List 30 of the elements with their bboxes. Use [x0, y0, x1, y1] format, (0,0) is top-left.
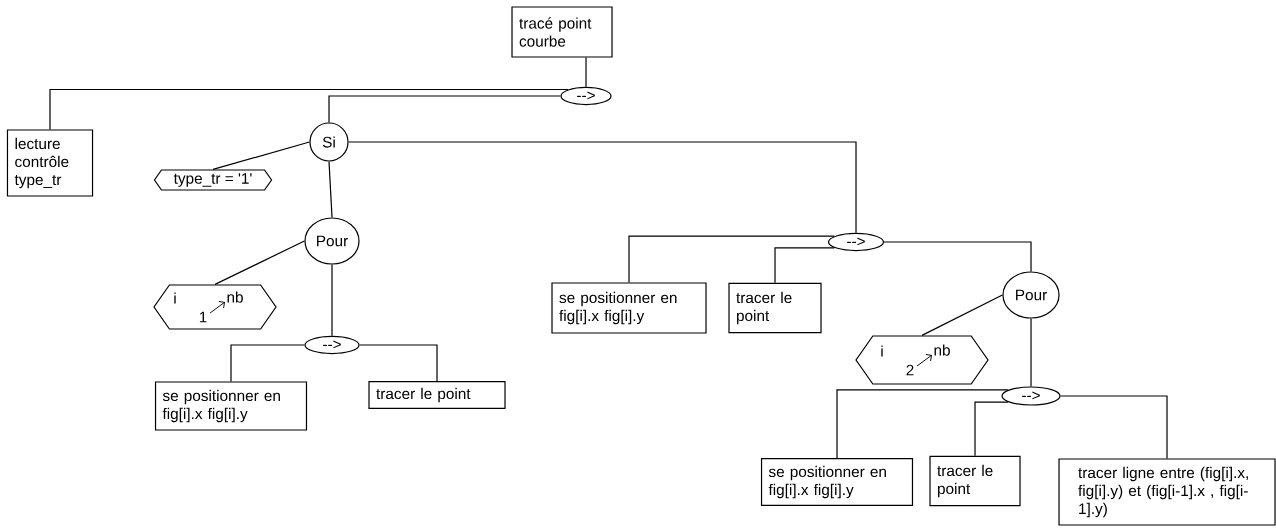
connector: [359, 344, 438, 382]
process-box: tracer le point: [728, 282, 822, 334]
connector: [774, 247, 835, 284]
connector: [328, 161, 333, 218]
connector: [585, 57, 587, 88]
connector: [212, 141, 310, 170]
connector: [214, 240, 305, 285]
process-box: tracer ligne entre (fig[i].x, fig[i].y) et (fig[i-1].x , fig[i-1].y): [1058, 458, 1276, 526]
connector: [49, 88, 569, 130]
connector: [328, 95, 561, 123]
connector: [348, 141, 857, 234]
loop-hexagon: i 2 nb: [855, 335, 989, 385]
connector: [921, 294, 1003, 336]
process-box: tracé point courbe: [511, 6, 613, 58]
condition-hexagon: type_tr = '1': [153, 169, 273, 191]
process-box: tracer le point: [929, 455, 1021, 507]
connector: [974, 401, 1009, 457]
connector: [1030, 318, 1032, 387]
process-box: se positionner en fig[i].x fig[i].y: [551, 282, 707, 334]
connector: [331, 264, 333, 337]
process-box: lecture contrôle type_tr: [6, 129, 94, 197]
process-box: se positionner en fig[i].x fig[i].y: [154, 381, 308, 431]
loop-hexagon: i 1 nb: [153, 284, 277, 330]
connector: [836, 389, 1009, 459]
connector: [1060, 395, 1168, 459]
process-box: tracer le point: [368, 380, 506, 410]
connector: [628, 235, 835, 283]
process-box: se positionner en fig[i].x fig[i].y: [760, 457, 914, 507]
connector: [883, 241, 1032, 272]
connector: [230, 344, 305, 382]
